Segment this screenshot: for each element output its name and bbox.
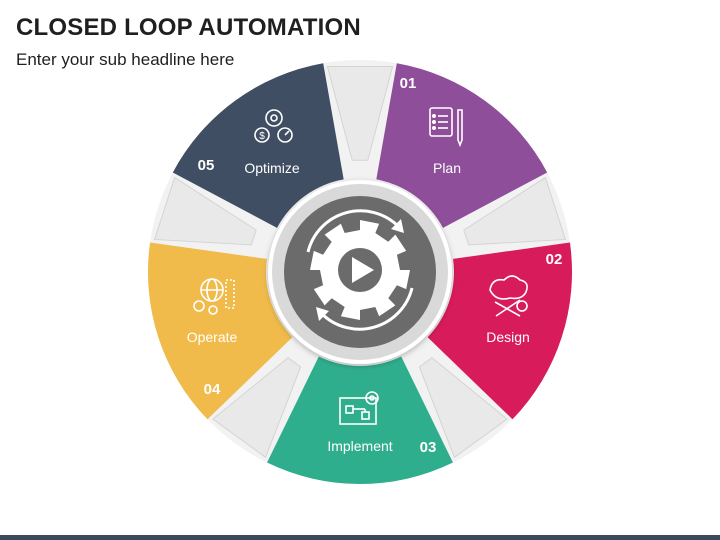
segment-operate: 04 Operate [187, 278, 238, 398]
connector-tab [463, 176, 567, 246]
segment-number: 04 [204, 381, 221, 398]
segment-design: 02 Design [486, 251, 562, 345]
segment-optimize: 05 Optimize $ [198, 109, 300, 176]
segment-label: Operate [187, 329, 238, 345]
connector-tab [212, 357, 302, 459]
segments [148, 63, 572, 485]
design-tools-icon [489, 275, 528, 317]
segment-plan: 01 Plan [400, 75, 463, 176]
segment-label: Optimize [244, 160, 299, 176]
page-title: CLOSED LOOP AUTOMATION [16, 14, 361, 41]
connector-tab [326, 66, 394, 161]
segment-label: Implement [327, 438, 392, 454]
segment-label: Plan [433, 160, 461, 176]
checklist-pen-icon [429, 107, 463, 148]
segment-number: 02 [546, 251, 563, 268]
connector-tab [418, 357, 508, 459]
segment-shape-implement [267, 356, 453, 485]
segment-shape-optimize [172, 63, 344, 228]
gear-play-cycle-icon [306, 209, 414, 331]
hub [268, 180, 452, 364]
connectors [153, 66, 567, 459]
segment-number: 01 [400, 75, 417, 92]
segment-shape-plan [376, 63, 548, 228]
page-subtitle: Enter your sub headline here [16, 50, 235, 69]
globe-gears-icon [193, 278, 235, 315]
svg-text:$: $ [259, 131, 265, 142]
segment-implement: 03 Implement [327, 391, 437, 456]
gear-coins-icon: $ [254, 109, 293, 143]
segment-shape-design [427, 242, 572, 420]
bottom-bar [0, 535, 720, 540]
segment-shape-operate [148, 242, 293, 420]
segment-number: 05 [198, 157, 215, 174]
segment-number: 03 [420, 439, 437, 456]
segment-label: Design [486, 329, 530, 345]
flowchart-gear-icon [339, 391, 379, 425]
connector-tab [153, 176, 257, 246]
